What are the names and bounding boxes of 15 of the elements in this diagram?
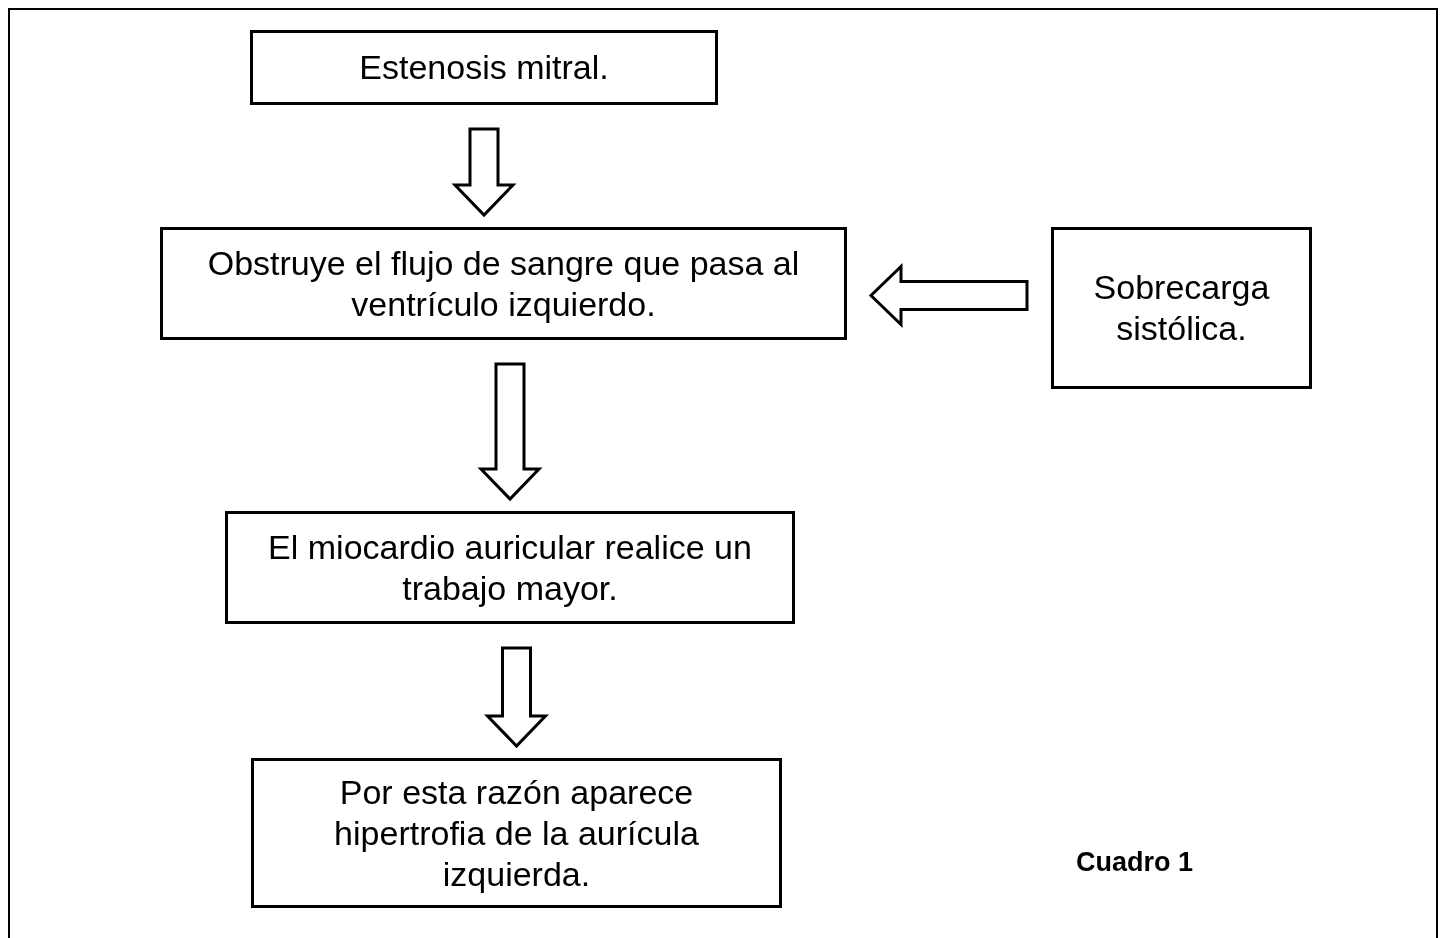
box-text: Estenosis mitral. — [359, 47, 609, 88]
box-text: El miocardio auricular realice un trabajo mayor. — [267, 526, 753, 609]
block-arrow — [483, 646, 550, 749]
block-arrow — [451, 127, 517, 218]
box-text: Obstruye el flujo de sangre que pasa al ventrículo izquierdo. — [206, 242, 801, 325]
process-box — [225, 511, 795, 624]
block-arrow — [477, 362, 543, 502]
process-box — [160, 227, 847, 340]
box-text: Sobrecarga sistólica. — [1092, 267, 1271, 349]
box-text: Por esta razón aparece hipertrofia de la aurícula izquierda. — [333, 771, 700, 895]
block-arrow — [868, 262, 1029, 329]
process-box — [250, 30, 718, 105]
figure-label: Cuadro 1 — [1076, 846, 1194, 879]
process-box — [251, 758, 782, 908]
process-box — [1051, 227, 1312, 389]
